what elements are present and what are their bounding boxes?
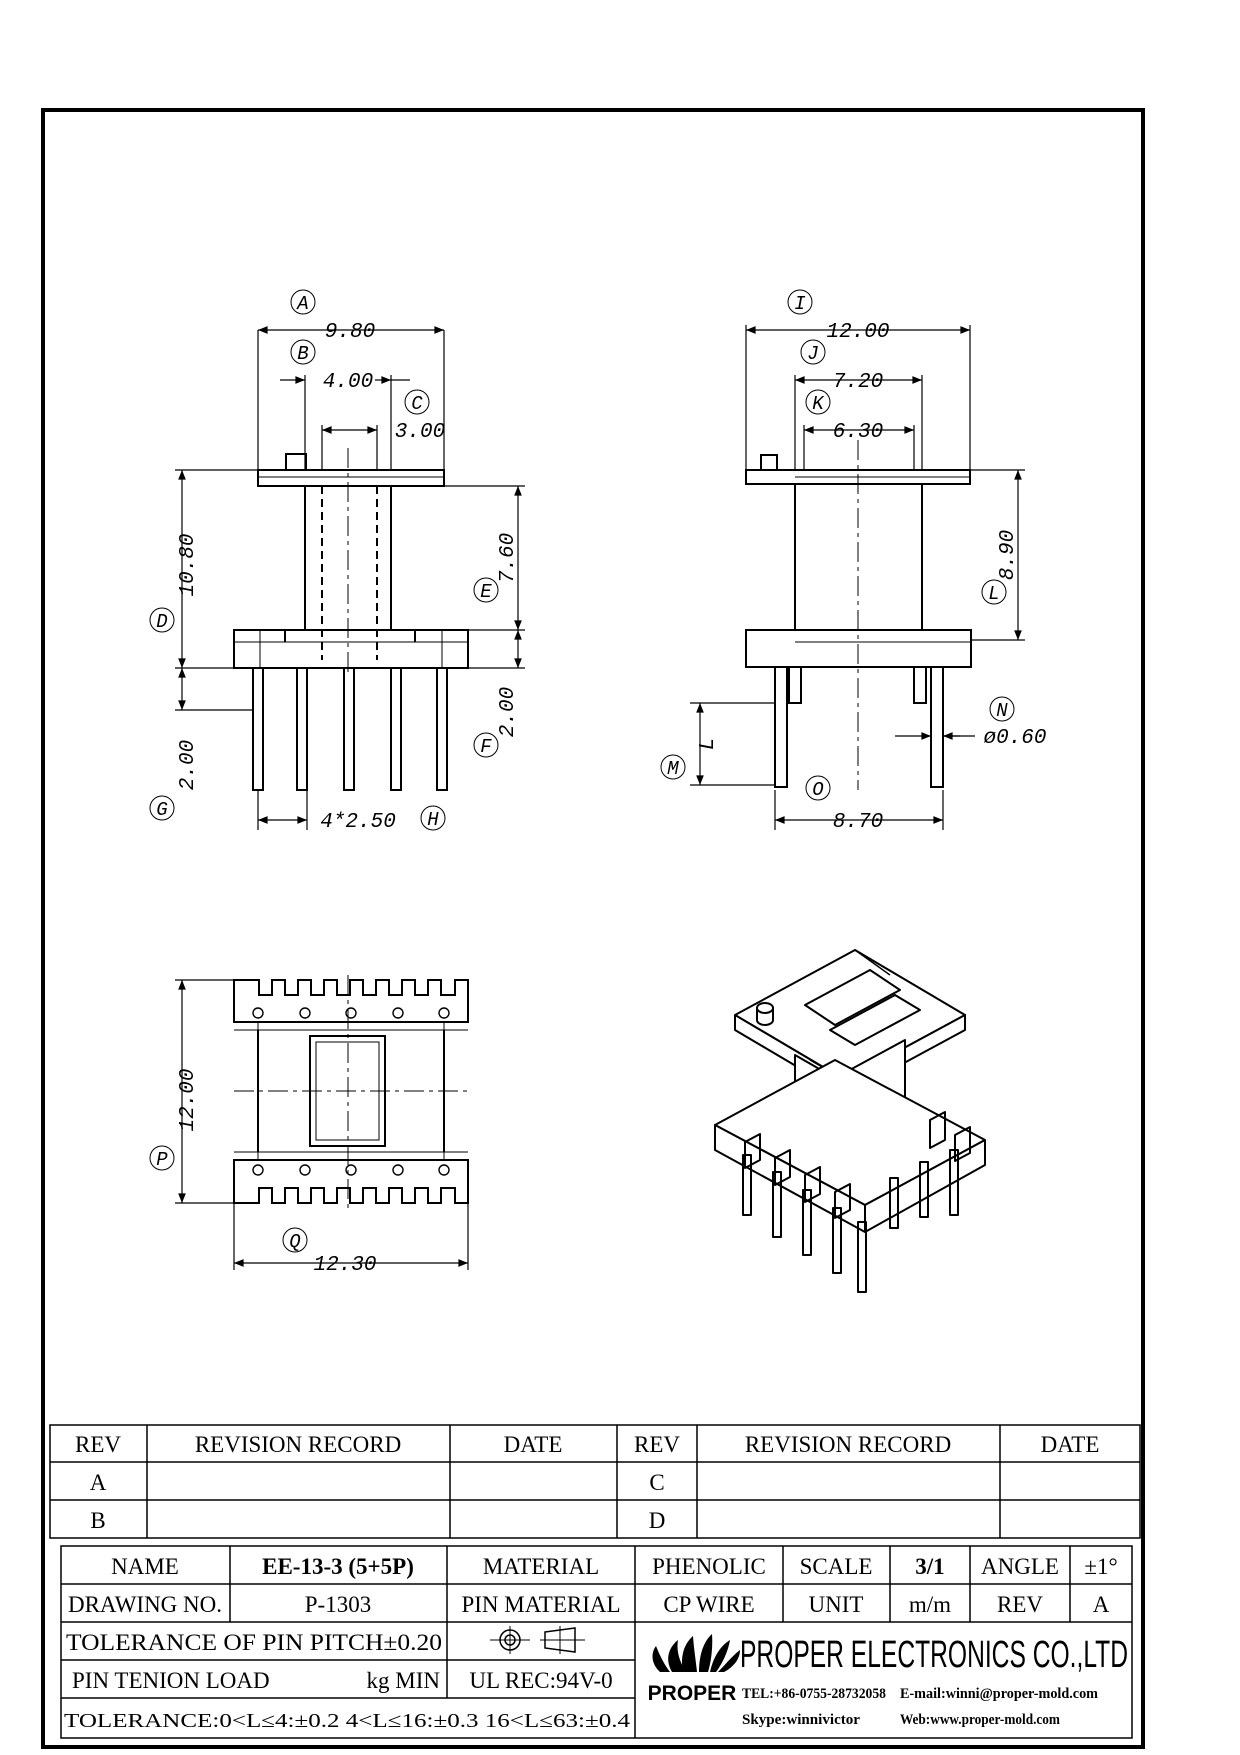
company-tel: TEL:+86-0755-28732058 <box>742 1686 886 1702</box>
svg-text:L: L <box>988 583 999 605</box>
company-email: E-mail:winni@proper-mold.com <box>900 1686 1098 1702</box>
drawing-no-label: DRAWING NO. <box>68 1592 222 1617</box>
dim-J: 7.20 <box>833 371 883 394</box>
svg-text:E: E <box>480 581 492 603</box>
rev-row-b: B <box>90 1508 105 1533</box>
tolerance-pitch: TOLERANCE OF PIN PITCH±0.20 <box>66 1630 442 1655</box>
rev-header-rev-right: REV <box>634 1432 680 1457</box>
top-view-labels: P 12.00 Q 12.30 <box>149 1068 377 1277</box>
angle-value: ±1° <box>1084 1554 1117 1579</box>
side-view-dimensions <box>690 325 1025 830</box>
unit-value: m/m <box>909 1592 951 1617</box>
front-view <box>233 448 469 791</box>
dim-H: 4*2.50 <box>320 811 396 834</box>
sheet-border <box>41 108 1145 1749</box>
rev-header-date-left: DATE <box>504 1432 563 1457</box>
svg-text:B: B <box>297 343 308 365</box>
side-view <box>745 440 972 790</box>
rev-row-c: C <box>649 1470 664 1495</box>
title-block-text: NAME EE-13-3 (5+5P) MATERIAL PHENOLIC SC… <box>64 1554 1128 1732</box>
rev-header-record-left: REVISION RECORD <box>195 1432 401 1457</box>
name-value: EE-13-3 (5+5P) <box>262 1554 414 1579</box>
pin-tension-unit: kg MIN <box>367 1668 441 1693</box>
svg-text:Q: Q <box>289 1231 300 1253</box>
dim-E: 7.60 <box>497 533 520 583</box>
rev-header-date-right: DATE <box>1041 1432 1100 1457</box>
material-value: PHENOLIC <box>652 1554 766 1579</box>
svg-text:G: G <box>156 799 168 821</box>
ul-rec: UL REC:94V-0 <box>469 1668 612 1693</box>
svg-text:P: P <box>156 1149 168 1171</box>
unit-label: UNIT <box>809 1592 864 1617</box>
material-label: MATERIAL <box>483 1554 599 1579</box>
dim-P: 12.00 <box>177 1068 200 1131</box>
dim-I: 12.00 <box>826 321 889 344</box>
svg-text:C: C <box>411 393 423 415</box>
top-view-dimensions <box>175 979 469 1270</box>
front-view-dimensions <box>175 326 525 830</box>
dim-N: ø0.60 <box>983 727 1046 750</box>
revision-table <box>49 1424 1141 1539</box>
rev-header-record-right: REVISION RECORD <box>745 1432 951 1457</box>
side-view-labels: I 12.00 J 7.20 K 6.30 L 8.90 M L N ø0.60… <box>660 289 1047 834</box>
company-name: PROPER ELECTRONICS CO.,LTD <box>740 1634 1128 1676</box>
svg-text:F: F <box>480 736 492 758</box>
svg-text:H: H <box>427 809 439 831</box>
svg-text:J: J <box>807 343 818 365</box>
svg-text:N: N <box>996 700 1008 722</box>
dim-B: 4.00 <box>323 371 373 394</box>
dim-D: 10.80 <box>177 533 200 596</box>
drawing-no-value: P-1303 <box>305 1592 371 1617</box>
rev-header-rev-left: REV <box>75 1432 121 1457</box>
scale-label: SCALE <box>800 1554 873 1579</box>
brand-name: PROPER <box>648 1682 737 1705</box>
svg-text:I: I <box>794 293 805 315</box>
dim-L: 8.90 <box>997 530 1020 580</box>
rev-value: A <box>1093 1592 1110 1617</box>
company-skype: Skype:winnivictor <box>742 1712 860 1728</box>
rev-row-d: D <box>649 1508 666 1533</box>
top-view <box>233 975 469 1208</box>
dim-C: 3.00 <box>395 421 445 444</box>
proper-logo-icon <box>652 1634 740 1672</box>
svg-text:A: A <box>296 293 308 315</box>
dim-Q: 12.30 <box>313 1254 376 1277</box>
pin-material-value: CP WIRE <box>663 1592 754 1617</box>
scale-value: 3/1 <box>915 1554 944 1579</box>
rev-label: REV <box>997 1592 1043 1617</box>
dim-O: 8.70 <box>833 811 883 834</box>
svg-text:D: D <box>156 611 167 633</box>
dim-G: 2.00 <box>177 740 200 790</box>
name-label: NAME <box>111 1554 179 1579</box>
company-web: Web:www.proper-mold.com <box>900 1712 1060 1728</box>
angle-label: ANGLE <box>981 1554 1059 1579</box>
svg-text:K: K <box>812 393 825 415</box>
isometric-view <box>714 949 986 1293</box>
dim-A: 9.80 <box>325 321 375 344</box>
pin-tension-label: PIN TENION LOAD <box>72 1668 270 1693</box>
title-block <box>60 1545 1133 1739</box>
dim-M: L <box>697 738 720 751</box>
front-view-labels: A 9.80 B 4.00 C 3.00 D 10.80 E 7.60 F 2.… <box>149 289 520 834</box>
dim-K: 6.30 <box>833 421 883 444</box>
rev-row-a: A <box>90 1470 107 1495</box>
dim-F: 2.00 <box>497 687 520 737</box>
revision-table-text: REV REVISION RECORD DATE REV REVISION RE… <box>75 1432 1099 1533</box>
svg-text:O: O <box>812 779 823 801</box>
tolerance-general: TOLERANCE:0<L≤4:±0.2 4<L≤16:±0.3 16<L≤63… <box>64 1710 630 1732</box>
svg-text:M: M <box>667 758 679 780</box>
pin-material-label: PIN MATERIAL <box>461 1592 620 1617</box>
